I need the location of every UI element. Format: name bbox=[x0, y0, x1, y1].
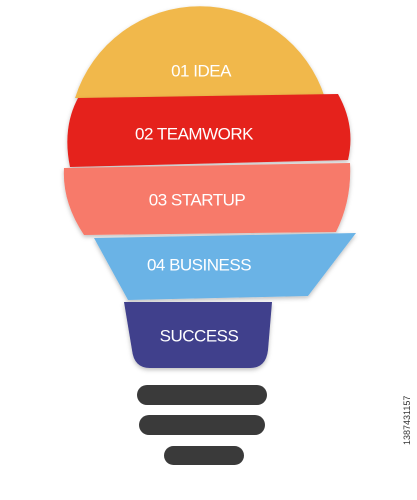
segment-success-shape bbox=[124, 302, 272, 368]
bulb-base bbox=[137, 385, 267, 465]
segment-idea: 01 IDEA bbox=[75, 6, 325, 98]
base-bar-1 bbox=[137, 385, 267, 405]
segment-startup-label: 03 STARTUP bbox=[149, 190, 246, 209]
segment-teamwork: 02 TEAMWORK bbox=[67, 94, 351, 167]
segment-success: SUCCESS bbox=[124, 302, 272, 368]
segment-idea-label: 01 IDEA bbox=[171, 61, 232, 80]
segment-business-label: 04 BUSINESS bbox=[147, 255, 251, 274]
base-bar-3 bbox=[164, 446, 244, 465]
segment-success-label: SUCCESS bbox=[160, 326, 239, 345]
segment-teamwork-shape bbox=[67, 94, 351, 167]
segment-teamwork-label: 02 TEAMWORK bbox=[135, 124, 254, 143]
segment-idea-shape bbox=[75, 6, 325, 98]
segment-business: 04 BUSINESS bbox=[94, 233, 356, 300]
segment-startup: 03 STARTUP bbox=[63, 163, 351, 235]
segment-startup-shape bbox=[63, 163, 351, 235]
segment-business-shape bbox=[94, 233, 356, 300]
stock-id-text: 1387431157 bbox=[402, 396, 412, 445]
base-bar-2 bbox=[139, 415, 265, 435]
